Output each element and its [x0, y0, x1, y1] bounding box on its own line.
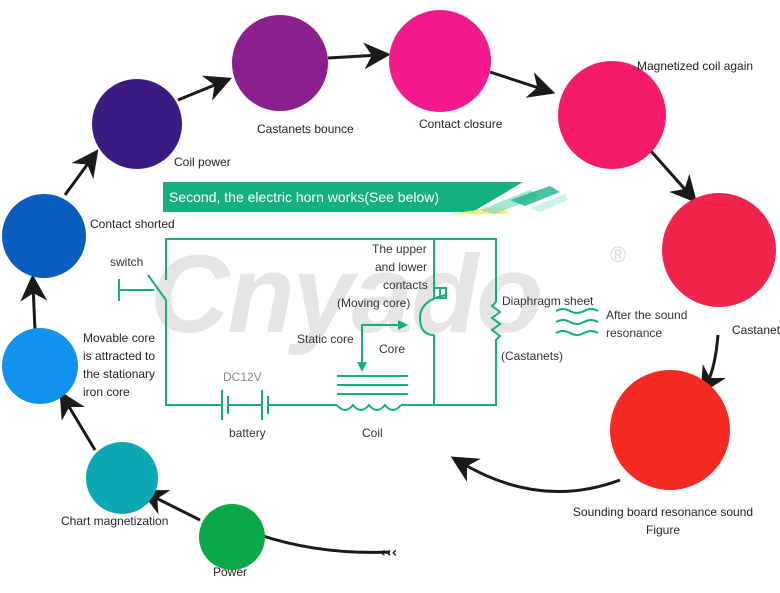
label-chart-magnetization: Chart magnetization [61, 514, 169, 528]
label-sounding-board-2: Figure [645, 523, 680, 537]
label-voltage: DC12V [223, 370, 262, 384]
sound-wave-2 [555, 319, 599, 325]
sound-wave-1 [555, 308, 599, 314]
label-static-core: Static core [297, 332, 354, 346]
step-circle-sounding-board [610, 370, 730, 490]
wire-bottom-right [401, 345, 497, 406]
wire-left [165, 300, 222, 406]
banner-title: Second, the electric horn works(See belo… [169, 189, 440, 205]
arrow-castanet-to-sounding [700, 334, 726, 395]
arrow-contact-to-coil [63, 149, 99, 196]
step-circle-chart-magnetization [86, 442, 158, 514]
label-core: Core [379, 342, 406, 356]
step-circle-contact-closure [389, 10, 491, 112]
label-castanets-bounce: Castanets bounce [257, 122, 354, 136]
label-contacts-3: contacts [383, 278, 428, 292]
lower-contact [439, 287, 447, 299]
arrow-castanets-to-closure [327, 42, 391, 70]
label-magnetized-coil-again: Magnetized coil again [637, 59, 754, 73]
battery-cell-1 [221, 390, 229, 420]
arrow-magnetized-to-castanet [648, 149, 698, 204]
label-movable-core-1: Movable core [83, 331, 156, 345]
step-circle-contact-shorted [2, 194, 86, 278]
label-after-sound-1: After the sound [606, 308, 688, 322]
core-plates [337, 375, 408, 395]
label-contacts-2: and lower [375, 260, 428, 274]
label-contacts-1: The upper [372, 242, 427, 256]
label-diaphragm: Diaphragm sheet [502, 294, 594, 308]
diaphragm-spring [490, 301, 502, 345]
label-movable-core-2: is attracted to [83, 349, 156, 363]
coil-winding [336, 403, 402, 411]
label-after-sound-2: resonance [606, 326, 663, 340]
battery-cell-2 [261, 390, 269, 420]
step-circle-magnetized-coil-again [558, 61, 666, 169]
arrow-coil-to-castanets [177, 75, 232, 102]
label-castanets: (Castanets) [501, 349, 564, 363]
label-switch: switch [110, 255, 144, 269]
switch-terminal [118, 279, 154, 301]
wire-top [165, 238, 497, 302]
step-circle-movable-core [2, 328, 78, 404]
arrow-closure-to-magnetized [489, 70, 556, 98]
arrow-chart-to-movable [59, 390, 97, 451]
step-circle-castanets-bounce [232, 15, 328, 111]
label-coil-power: Coil power [174, 155, 231, 169]
label-movable-core-3: the stationary [83, 367, 156, 381]
arrowhead-right [398, 320, 408, 330]
moving-core-arc [418, 294, 447, 336]
label-castanet: Castanet [732, 323, 780, 337]
label-moving-core: (Moving core) [337, 296, 411, 310]
label-movable-core-4: iron core [83, 385, 130, 399]
step-circle-coil-power [92, 79, 182, 169]
arrow-movable-to-contact [20, 274, 48, 331]
arrow-entry-tail [259, 533, 391, 554]
sound-wave-3 [555, 330, 599, 336]
arrow-power-to-chart [140, 490, 201, 522]
section-banner [163, 182, 523, 212]
registered-mark: ® [610, 242, 627, 267]
label-contact-shorted: Contact shorted [90, 217, 175, 231]
step-circle-castanet [662, 193, 776, 307]
arrowhead-down [357, 362, 367, 372]
step-circle-power [199, 504, 265, 570]
label-power: Power [212, 565, 247, 579]
entry-chevrons-icon: ‹‹‹ [380, 545, 397, 561]
label-contact-closure: Contact closure [419, 117, 503, 131]
switch-blade [147, 274, 167, 301]
label-battery: battery [229, 426, 266, 440]
watermark-logo: Cnyado [150, 233, 543, 356]
banner-decoration [450, 186, 568, 214]
arrow-sounding-return [450, 456, 621, 493]
label-coil: Coil [362, 426, 383, 440]
label-sounding-board-1: Sounding board resonance sound [572, 505, 754, 519]
